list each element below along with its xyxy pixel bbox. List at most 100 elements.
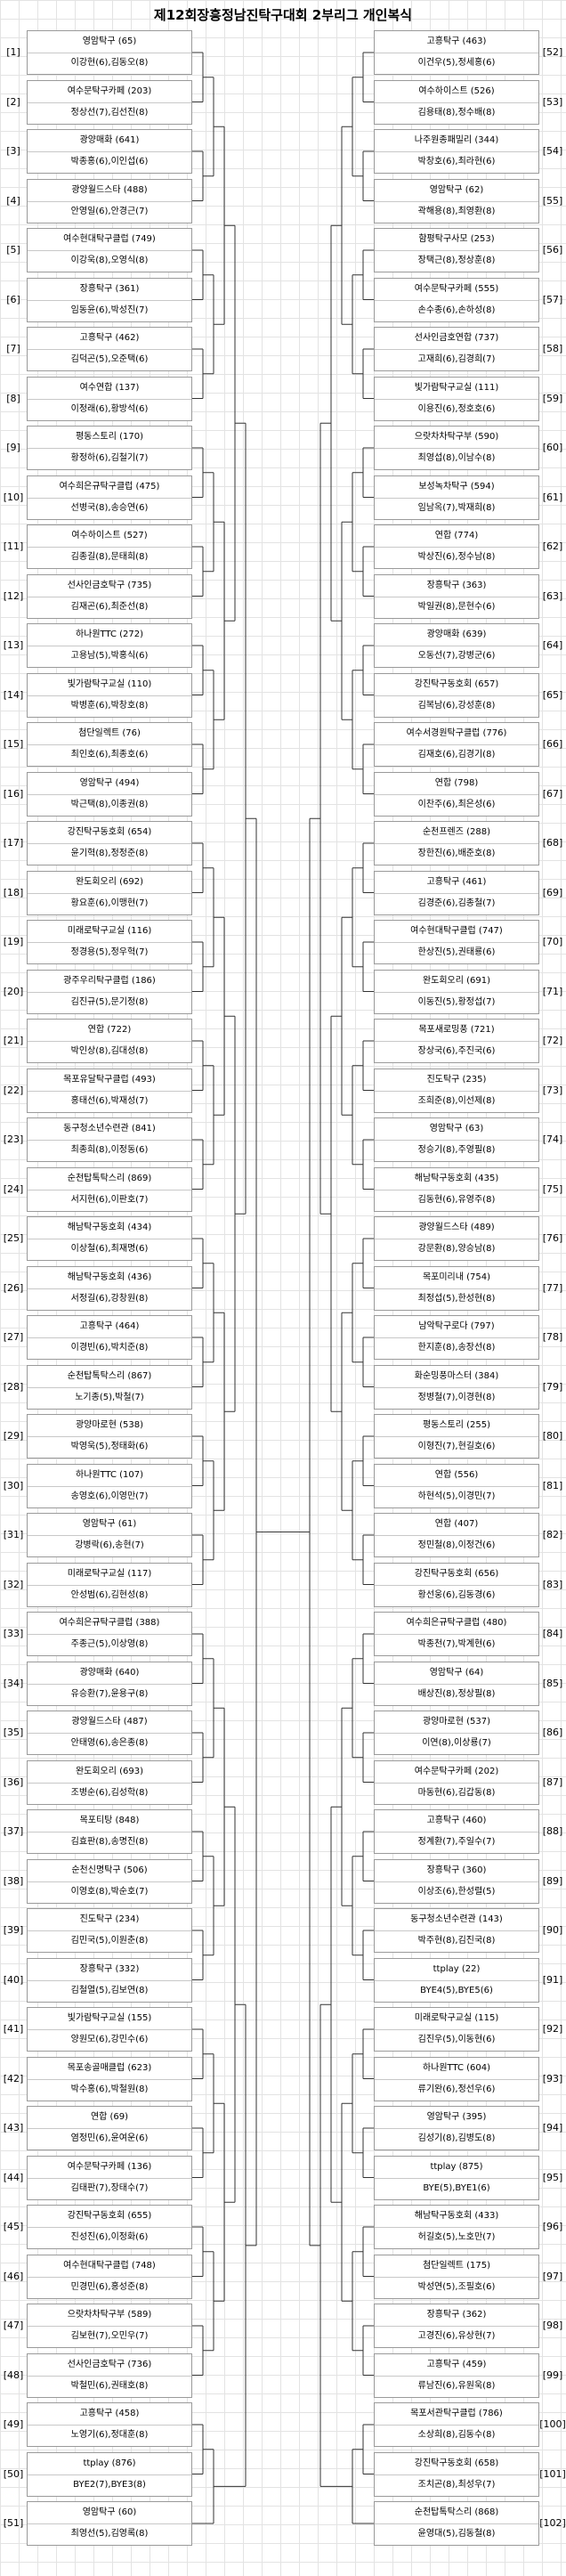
match-entry: 화순밍풍마스터 (384) 정병철(7),이경현(8) xyxy=(374,1364,539,1410)
match-entry: 하나원TTC (272)고용남(5),박홍식(6) xyxy=(27,623,192,668)
player-names: 조병순(6),김성학(8) xyxy=(70,1787,149,1798)
match-entry: 빛가람탁구교실 (110)박병훈(6),박창호(8) xyxy=(27,672,192,718)
team-name: 첨단일렉트 (175) xyxy=(375,2255,538,2278)
match-number: [21] xyxy=(3,1035,24,1046)
team-name: 여수현대탁구클럽 (747) xyxy=(375,921,538,943)
match-number: [91] xyxy=(542,1973,563,1986)
team-name: 선사인금호연합 (737) xyxy=(375,328,538,350)
player-names: 박주현(8),김진국(8) xyxy=(417,1936,496,1946)
player-names: 박성연(5),조필호(6) xyxy=(417,2281,496,2292)
match-entry: 미래로탁구교실 (115)김진우(5),이동현(6) xyxy=(374,2007,539,2052)
match-number: [72] xyxy=(542,1035,563,1046)
match-number: [19] xyxy=(3,936,24,947)
player-names: 이상철(6),최재명(6) xyxy=(70,1244,149,1254)
match-entry: 광양매화 (639)오동선(7),강병군(6) xyxy=(374,623,539,668)
match-number: [74] xyxy=(542,1134,563,1145)
match-entry: 광양월드스타 (487)안태영(6),송은종(8) xyxy=(27,1711,192,1755)
player-names: 이경빈(6),박치준(8) xyxy=(70,1343,149,1353)
match-number: [40] xyxy=(3,1973,24,1986)
page-title: 제12회장흥정남진탁구대회 2부리그 개인복식 xyxy=(153,7,413,23)
player-names: 정병철(7),이경현(8) xyxy=(417,1392,496,1402)
player-names: 양원모(6),강민수(6) xyxy=(70,2035,149,2044)
player-names: 이건우(5),정세홍(6) xyxy=(417,58,496,68)
match-number: [1] xyxy=(6,46,20,58)
player-names: 김복남(6),강성훈(8) xyxy=(417,700,496,711)
team-name: 완도회오리 (691) xyxy=(375,971,538,993)
player-names: 박영욱(5),정태화(6) xyxy=(70,1442,149,1451)
match-entry: 함평탁구사모 (253)장택근(8),정상훈(8) xyxy=(374,228,539,272)
player-names: 고용남(5),박홍식(6) xyxy=(70,651,149,661)
match-entry: ttplay (875)BYE(5),BYE1(6) xyxy=(374,2155,539,2200)
team-name: 광양매화 (641) xyxy=(28,130,191,152)
team-name: 고흥탁구 (458) xyxy=(28,2403,191,2426)
team-name: 화순밍풍마스터 (384) xyxy=(375,1366,538,1388)
player-names: 이찬주(6),최은성(6) xyxy=(417,799,496,809)
team-name: 연합 (798) xyxy=(375,773,538,795)
team-name: 미래로탁구교실 (117) xyxy=(28,1564,191,1586)
match-entry: 여수서경원탁구클럽 (776)김재호(6),김경기(8) xyxy=(374,722,539,767)
team-name: 장흥탁구 (332) xyxy=(28,1959,191,1981)
player-names: 고경진(6),유상현(7) xyxy=(417,2331,496,2341)
team-name: 남악탁구로다 (797) xyxy=(375,1316,538,1338)
team-name: 해남탁구동호회 (436) xyxy=(28,1267,191,1289)
match-number: [90] xyxy=(542,1924,563,1936)
player-names: 주종근(5),이상영(8) xyxy=(70,1639,149,1649)
match-entry: 순천신명탁구 (506)이영호(8),박순호(7) xyxy=(27,1858,192,1904)
match-number: [2] xyxy=(6,95,20,108)
team-name: 진도탁구 (234) xyxy=(28,1909,191,1931)
match-number: [27] xyxy=(3,1331,24,1343)
player-names: 김철열(5),김보연(8) xyxy=(70,1985,149,1995)
player-names: 민경민(6),홍성준(8) xyxy=(70,2281,149,2292)
team-name: 연합 (407) xyxy=(375,1514,538,1536)
match-entry: 해남탁구동호회 (435)김동현(6),유영주(8) xyxy=(374,1166,539,1212)
team-name: 순천신명탁구 (506) xyxy=(28,1860,191,1882)
player-names: 김동현(6),유영주(8) xyxy=(417,1194,496,1205)
match-entry: 순천프렌즈 (288)장한진(6),배준호(8) xyxy=(374,821,539,865)
match-number: [78] xyxy=(542,1331,563,1343)
team-name: 목포서관탁구클럽 (786) xyxy=(375,2403,538,2426)
player-names: BYE4(5),BYE5(6) xyxy=(420,1985,493,1995)
team-name: 빛가람탁구교실 (111) xyxy=(375,378,538,400)
match-number: [93] xyxy=(542,2072,563,2084)
match-entry: 강진탁구동호회 (656)황선웅(6),김동경(6) xyxy=(374,1562,539,1607)
team-name: 여수문탁구카페 (136) xyxy=(28,2157,191,2179)
team-name: 여수하이스트 (526) xyxy=(375,81,538,103)
player-names: 박근택(8),이종권(8) xyxy=(70,799,149,809)
match-entry: 미래로탁구교실 (117)안성범(6),김현성(8) xyxy=(27,1562,192,1607)
player-names: 최영선(5),김영록(8) xyxy=(70,2529,149,2539)
player-names: BYE(5),BYE1(6) xyxy=(423,2182,490,2193)
team-name: 여수문탁구카페 (203) xyxy=(28,81,191,103)
player-names: 최정섭(5),한성현(8) xyxy=(417,1293,496,1304)
player-names: 정상선(7),김선진(8) xyxy=(70,107,149,118)
player-names: 강병락(6),송현(7) xyxy=(75,1540,144,1550)
match-entry: 영암탁구 (60)최영선(5),김영록(8) xyxy=(27,2501,192,2546)
match-number: [12] xyxy=(3,589,24,602)
match-number: [38] xyxy=(3,1874,24,1887)
match-number: [32] xyxy=(3,1578,24,1590)
team-name: 여수하이스트 (527) xyxy=(28,525,191,548)
match-number: [11] xyxy=(3,540,24,552)
player-names: 진성진(6),이정화(6) xyxy=(70,2232,149,2242)
match-entry: 으랏차차탁구부 (590)최영섭(8),이남수(8) xyxy=(374,426,539,470)
match-number: [73] xyxy=(542,1084,563,1096)
match-entry: 해남탁구동호회 (434)이상철(6),최재명(6) xyxy=(27,1216,192,1261)
match-entry: 해남탁구동호회 (436)서정길(6),강창원(8) xyxy=(27,1265,192,1311)
player-names: 김민국(5),이원춘(8) xyxy=(70,1936,149,1946)
player-names: 정민철(8),이정건(6) xyxy=(417,1540,496,1550)
match-entry: 연합 (722)박인상(8),김대성(8) xyxy=(27,1019,192,1063)
match-number: [28] xyxy=(3,1380,24,1393)
match-number: [50] xyxy=(3,2467,24,2480)
match-number: [58] xyxy=(542,343,563,354)
player-names: 박병훈(6),박창호(8) xyxy=(70,700,149,711)
match-number: [100] xyxy=(539,2418,566,2430)
match-entry: 장흥탁구 (361)임동윤(6),박성진(7) xyxy=(27,277,192,322)
player-names: 박종천(7),박계현(6) xyxy=(417,1639,496,1649)
player-names: 박창호(6),최라현(6) xyxy=(417,157,496,167)
match-number: [62] xyxy=(542,540,563,552)
team-name: 여수문탁구카페 (555) xyxy=(375,279,538,301)
match-entry: 여수희은규탁구클럽 (388)주종근(5),이상영(8) xyxy=(27,1612,192,1656)
match-number: [45] xyxy=(3,2221,24,2232)
team-name: 선사인금호탁구 (735) xyxy=(28,575,191,597)
player-names: 임동윤(6),박성진(7) xyxy=(70,305,149,315)
team-name: 영암탁구 (64) xyxy=(375,1662,538,1685)
